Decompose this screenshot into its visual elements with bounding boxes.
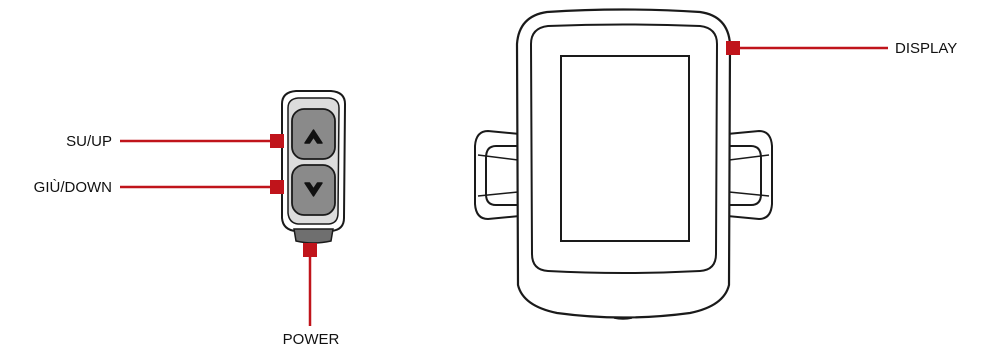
power-button[interactable]	[293, 228, 334, 244]
remote-control	[281, 90, 347, 244]
chevron-up-icon	[304, 129, 323, 144]
callout-marker-down	[270, 180, 284, 194]
callout-up: SU/UP	[66, 133, 284, 150]
display-screen	[560, 55, 690, 242]
down-button[interactable]	[291, 164, 336, 216]
callout-down: GIÙ/DOWN	[34, 179, 284, 196]
label-up: SU/UP	[66, 133, 112, 150]
callout-power: POWER	[283, 243, 340, 348]
left-mount-clip	[474, 129, 521, 221]
right-mount-clip	[726, 129, 773, 221]
callout-marker-up	[270, 134, 284, 148]
callout-marker-display	[726, 41, 740, 55]
label-down: GIÙ/DOWN	[34, 179, 112, 196]
callout-display: DISPLAY	[726, 40, 957, 57]
up-button[interactable]	[291, 108, 336, 160]
housing-notch	[613, 317, 633, 320]
label-display: DISPLAY	[895, 40, 957, 57]
display-unit	[474, 8, 773, 320]
callout-marker-power	[303, 243, 317, 257]
label-power: POWER	[283, 331, 340, 348]
chevron-down-icon	[304, 182, 323, 197]
